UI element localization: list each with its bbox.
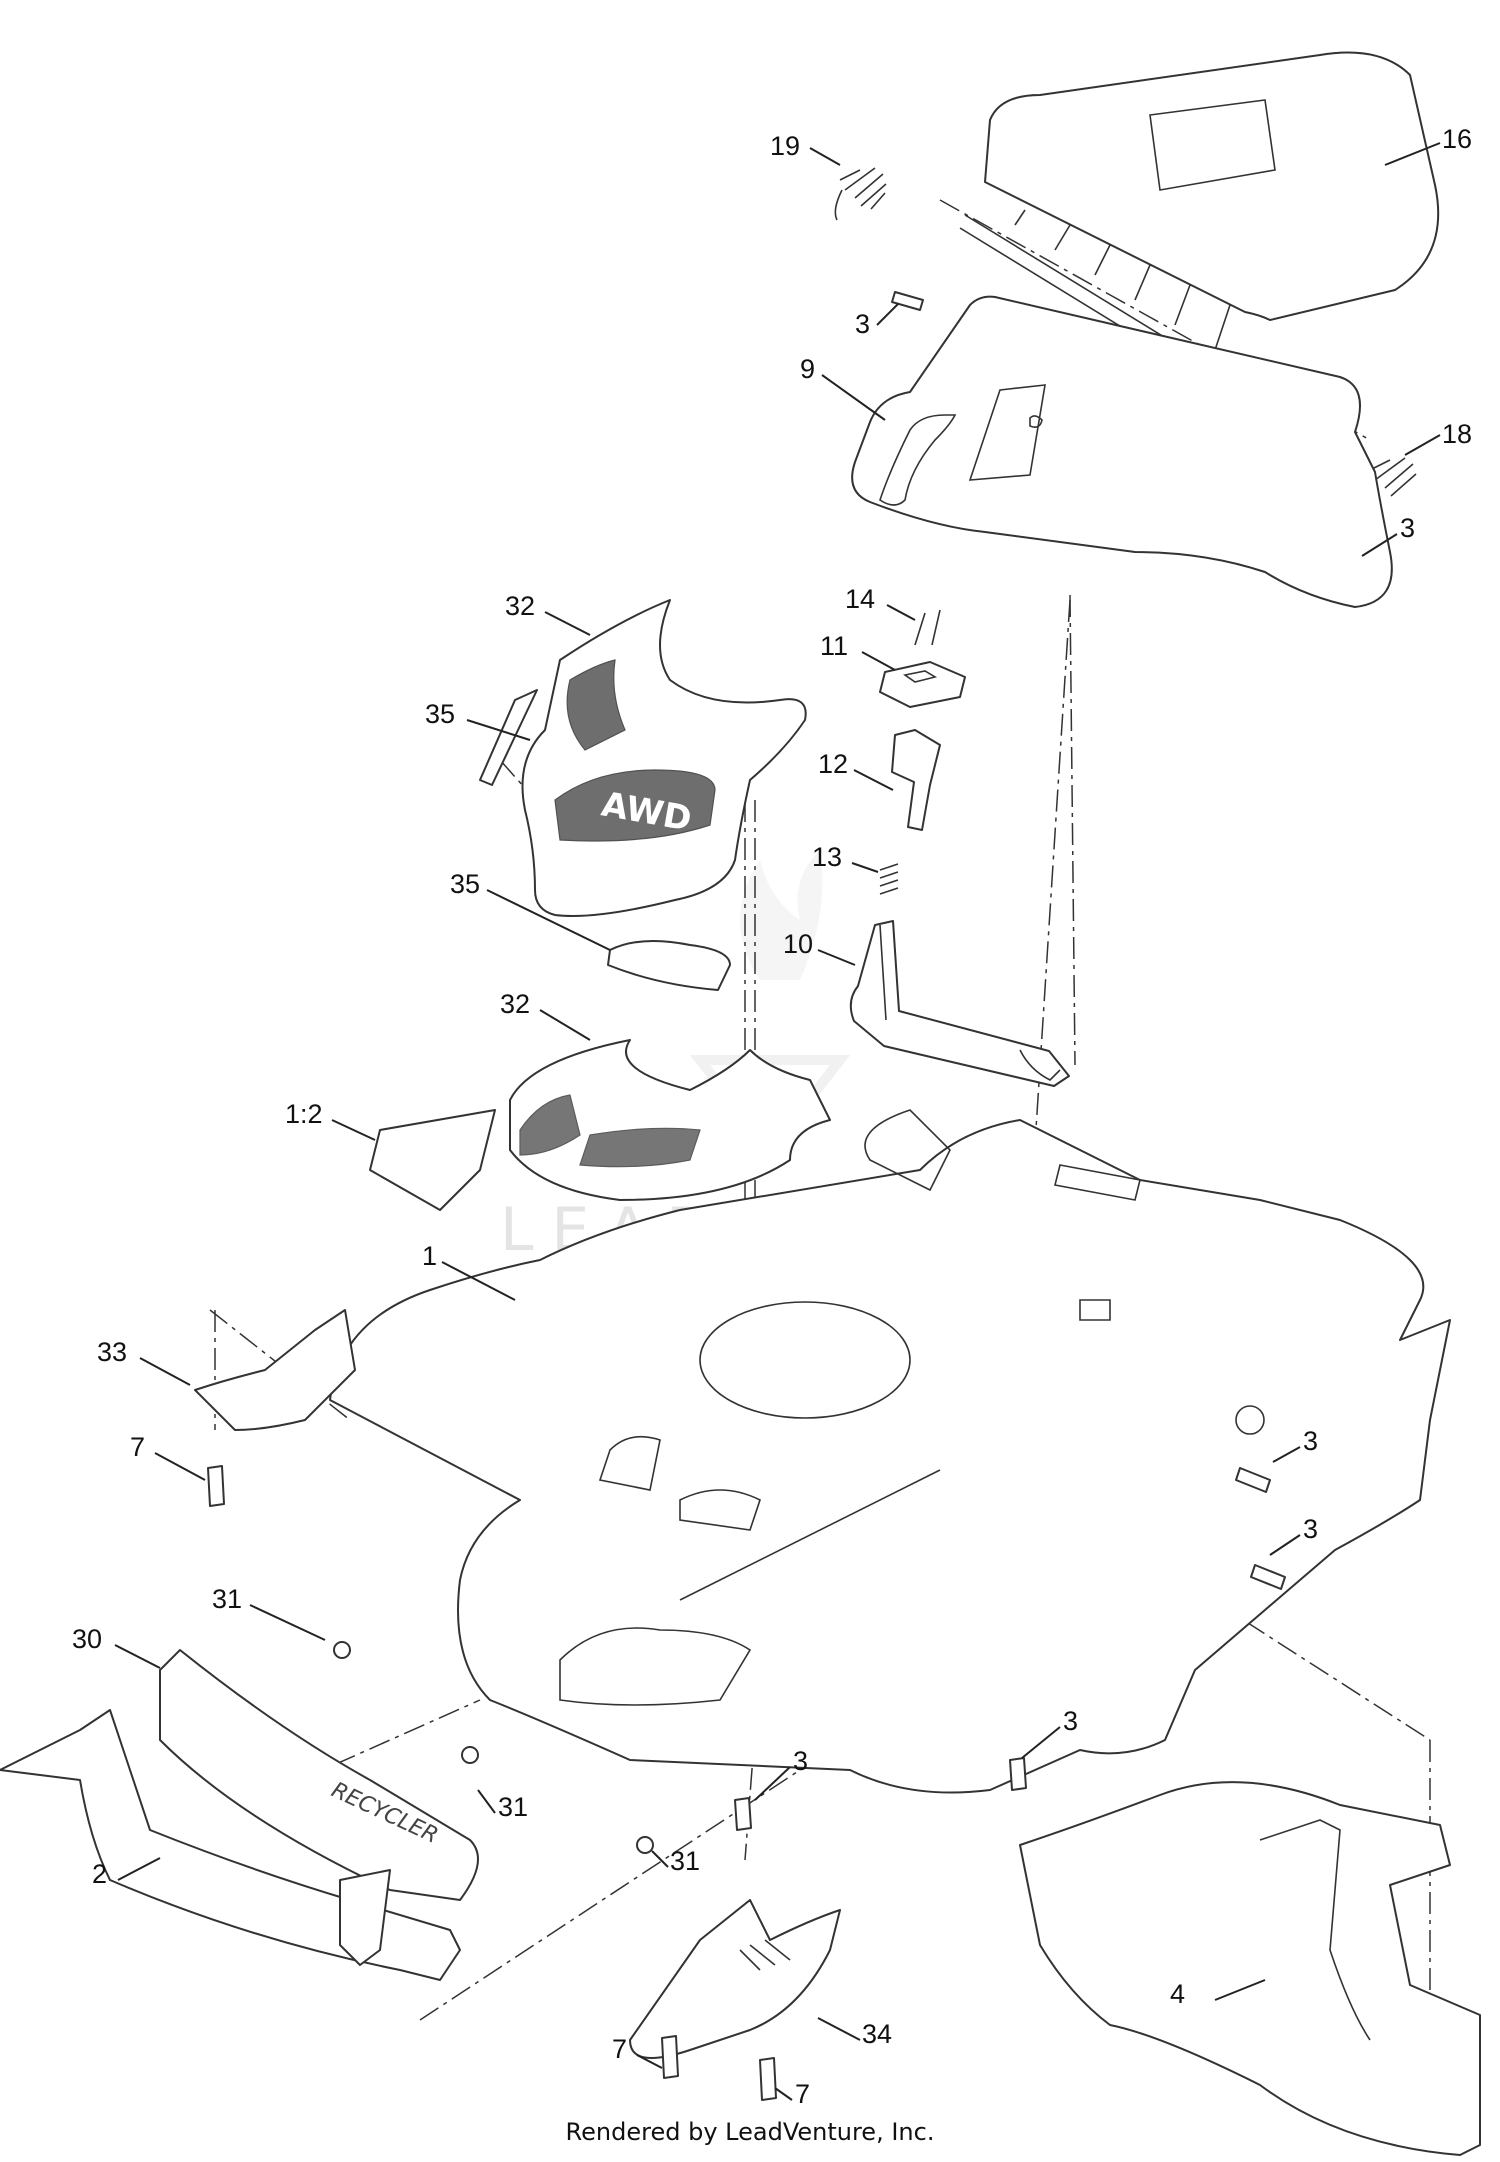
callout-12: 12 — [818, 749, 848, 779]
callout-13: 13 — [812, 842, 842, 872]
part-31-fastener-2 — [461, 1746, 479, 1764]
render-credit-footer: Rendered by LeadVenture, Inc. — [565, 2118, 935, 2146]
callout-3: 3 — [1303, 1514, 1318, 1544]
part-14-screws — [914, 609, 941, 646]
part-19-spring — [834, 167, 887, 221]
callout-11: 11 — [820, 631, 848, 661]
part-12-plunger — [891, 729, 941, 831]
part-31-fastener-3 — [636, 1836, 654, 1854]
callout-31: 31 — [498, 1792, 528, 1822]
part-2-rear-bumper — [0, 1709, 461, 1981]
callout-18: 18 — [1442, 419, 1472, 449]
callout-3: 3 — [793, 1746, 808, 1776]
callout-19: 19 — [770, 131, 800, 161]
callout-3: 3 — [1303, 1426, 1318, 1456]
part-3-bolt-lower — [1009, 1757, 1027, 1791]
callout-31: 31 — [212, 1584, 242, 1614]
callout-35: 35 — [450, 869, 480, 899]
callout-7: 7 — [795, 2079, 810, 2109]
callout-1: 1 — [422, 1241, 437, 1271]
callout-34: 34 — [862, 2019, 892, 2049]
part-4-discharge-plate — [1019, 1781, 1481, 2156]
callout-30: 30 — [72, 1624, 102, 1654]
part-1-2-baffle — [369, 1109, 496, 1211]
part-3-bolt-lower-mid — [734, 1797, 752, 1831]
part-13-spring — [879, 863, 899, 895]
part-35-decal-upper — [479, 689, 538, 786]
callout-9: 9 — [800, 354, 815, 384]
callout-14: 14 — [845, 584, 875, 614]
part-32-upper-shroud: AWD — [521, 599, 807, 917]
part-34-front-bracket — [629, 1899, 841, 2059]
callout-32: 32 — [505, 591, 535, 621]
callout-7: 7 — [612, 2034, 627, 2064]
callout-4: 4 — [1170, 1979, 1185, 2009]
callout-1-2: 1:2 — [285, 1099, 323, 1129]
callout-10: 10 — [783, 929, 813, 959]
callout-33: 33 — [97, 1337, 127, 1367]
part-35-decal-lower: VORTEX — [607, 940, 731, 991]
part-30-rear-panel: RECYCLER — [159, 1649, 479, 1901]
callout-35: 35 — [425, 699, 455, 729]
part-9-rear-guard — [851, 295, 1393, 608]
callout-leaders — [114, 142, 1441, 2101]
callout-3: 3 — [1063, 1706, 1078, 1736]
part-7-bolt-left — [207, 1465, 225, 1507]
part-3-bolt-right-1 — [1235, 1467, 1271, 1493]
callout-2: 2 — [92, 1859, 107, 1889]
callout-16: 16 — [1442, 124, 1472, 154]
callout-32: 32 — [500, 989, 530, 1019]
part-3-bolt-upper — [891, 291, 924, 311]
callout-labels: 19 16 3 9 18 3 32 14 11 35 12 13 35 10 3… — [72, 124, 1472, 2109]
part-32-lower-shroud — [509, 1039, 831, 1201]
part-7-bolt-lower-2 — [759, 2057, 777, 2101]
part-33-bracket — [194, 1309, 356, 1431]
part-10-height-lever — [849, 920, 1070, 1087]
callout-31: 31 — [670, 1846, 700, 1876]
callout-3: 3 — [855, 309, 870, 339]
part-7-bolt-lower-1 — [661, 2035, 679, 2079]
callout-7: 7 — [130, 1432, 145, 1462]
part-3-bolt-right-2 — [1250, 1564, 1286, 1590]
part-11-knob — [879, 661, 966, 708]
part-1-mower-deck — [329, 1109, 1451, 1794]
callout-3: 3 — [1400, 513, 1415, 543]
part-31-fastener-1 — [333, 1641, 351, 1659]
